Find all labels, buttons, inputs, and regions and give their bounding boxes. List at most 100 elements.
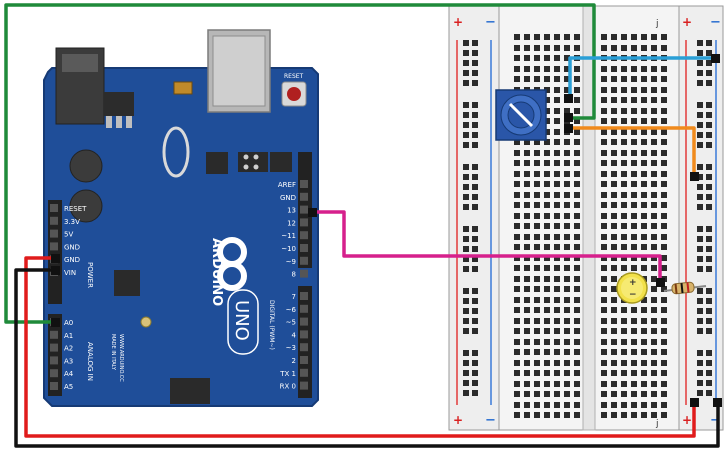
breadboard-hole — [621, 265, 627, 271]
breadboard-hole — [661, 150, 667, 156]
breadboard-hole — [534, 160, 540, 166]
breadboard-hole — [524, 370, 530, 376]
breadboard-hole — [631, 160, 637, 166]
breadboard-hole — [621, 339, 627, 345]
breadboard-hole — [697, 236, 703, 242]
breadboard-hole — [514, 339, 520, 345]
breadboard-hole — [574, 160, 580, 166]
breadboard-hole — [514, 160, 520, 166]
breadboard-hole — [697, 298, 703, 304]
breadboard-hole — [697, 328, 703, 334]
breadboard-hole — [524, 339, 530, 345]
breadboard-hole — [661, 265, 667, 271]
breadboard-hole — [631, 328, 637, 334]
breadboard-hole — [463, 328, 469, 334]
brand-label: ARDUINO — [209, 238, 224, 306]
digital-pin-label: 4 — [292, 331, 297, 339]
resistor — [663, 281, 707, 295]
breadboard-hole — [697, 288, 703, 294]
breadboard-hole — [697, 318, 703, 324]
breadboard-hole — [661, 223, 667, 229]
breadboard-hole — [574, 45, 580, 51]
breadboard-hole — [564, 339, 570, 345]
breadboard-hole — [554, 160, 560, 166]
breadboard-hole — [641, 265, 647, 271]
breadboard-hole — [651, 45, 657, 51]
breadboard-hole — [544, 150, 550, 156]
breadboard-hole — [514, 391, 520, 397]
breadboard-hole — [651, 412, 657, 418]
digital-pin-label: ~9 — [286, 258, 296, 266]
breadboard-hole — [601, 181, 607, 187]
breadboard-hole — [631, 412, 637, 418]
breadboard-hole — [621, 234, 627, 240]
breadboard-hole — [574, 412, 580, 418]
breadboard-hole — [534, 349, 540, 355]
breadboard-hole — [631, 118, 637, 124]
breadboard-hole — [601, 276, 607, 282]
breadboard-hole — [544, 45, 550, 51]
breadboard-hole — [611, 318, 617, 324]
breadboard-hole — [554, 234, 560, 240]
breadboard-hole — [514, 223, 520, 229]
breadboard-hole — [621, 391, 627, 397]
breadboard-hole — [641, 108, 647, 114]
breadboard-hole — [514, 265, 520, 271]
breadboard-hole — [554, 244, 560, 250]
breadboard-hole — [554, 265, 560, 271]
breadboard-hole — [601, 34, 607, 40]
breadboard-hole — [651, 118, 657, 124]
digital-pin — [300, 244, 308, 252]
breadboard-hole — [463, 256, 469, 262]
breadboard-hole — [514, 370, 520, 376]
breadboard-hole — [544, 118, 550, 124]
breadboard-hole — [706, 266, 712, 272]
breadboard-hole — [514, 150, 520, 156]
analog-pin — [50, 330, 58, 339]
breadboard-hole — [611, 402, 617, 408]
breadboard-hole — [534, 66, 540, 72]
breadboard-hole — [564, 412, 570, 418]
breadboard-hole — [706, 246, 712, 252]
breadboard-hole — [621, 108, 627, 114]
breadboard-hole — [574, 129, 580, 135]
breadboard-hole — [472, 60, 478, 66]
breadboard-hole — [706, 70, 712, 76]
breadboard-hole — [706, 298, 712, 304]
breadboard-hole — [697, 174, 703, 180]
breadboard-hole — [472, 236, 478, 242]
breadboard-hole — [661, 339, 667, 345]
breadboard-hole — [544, 97, 550, 103]
digital-pin-label: 12 — [287, 219, 296, 227]
breadboard-hole — [651, 244, 657, 250]
breadboard-hole — [544, 297, 550, 303]
breadboard-hole — [554, 349, 560, 355]
breadboard-hole — [661, 97, 667, 103]
breadboard-hole — [554, 370, 560, 376]
breadboard-hole — [611, 34, 617, 40]
breadboard-hole — [706, 318, 712, 324]
breadboard-hole — [621, 97, 627, 103]
breadboard-hole — [641, 297, 647, 303]
breadboard-hole — [611, 370, 617, 376]
breadboard-hole — [661, 307, 667, 313]
potentiometer — [495, 89, 547, 141]
breadboard-hole — [611, 297, 617, 303]
breadboard-hole — [574, 87, 580, 93]
breadboard-hole — [611, 307, 617, 313]
breadboard-hole — [621, 223, 627, 229]
breadboard-hole — [601, 97, 607, 103]
breadboard-hole — [574, 381, 580, 387]
breadboard-hole — [574, 139, 580, 145]
breadboard-hole — [472, 112, 478, 118]
breadboard-hole — [611, 412, 617, 418]
breadboard-hole — [463, 70, 469, 76]
breadboard-hole — [641, 87, 647, 93]
breadboard-hole — [611, 360, 617, 366]
breadboard-hole — [621, 328, 627, 334]
wire-black — [14, 268, 720, 448]
breadboard-hole — [554, 171, 560, 177]
breadboard-hole — [641, 307, 647, 313]
left-rail-minus-label-bottom: − — [485, 413, 496, 428]
